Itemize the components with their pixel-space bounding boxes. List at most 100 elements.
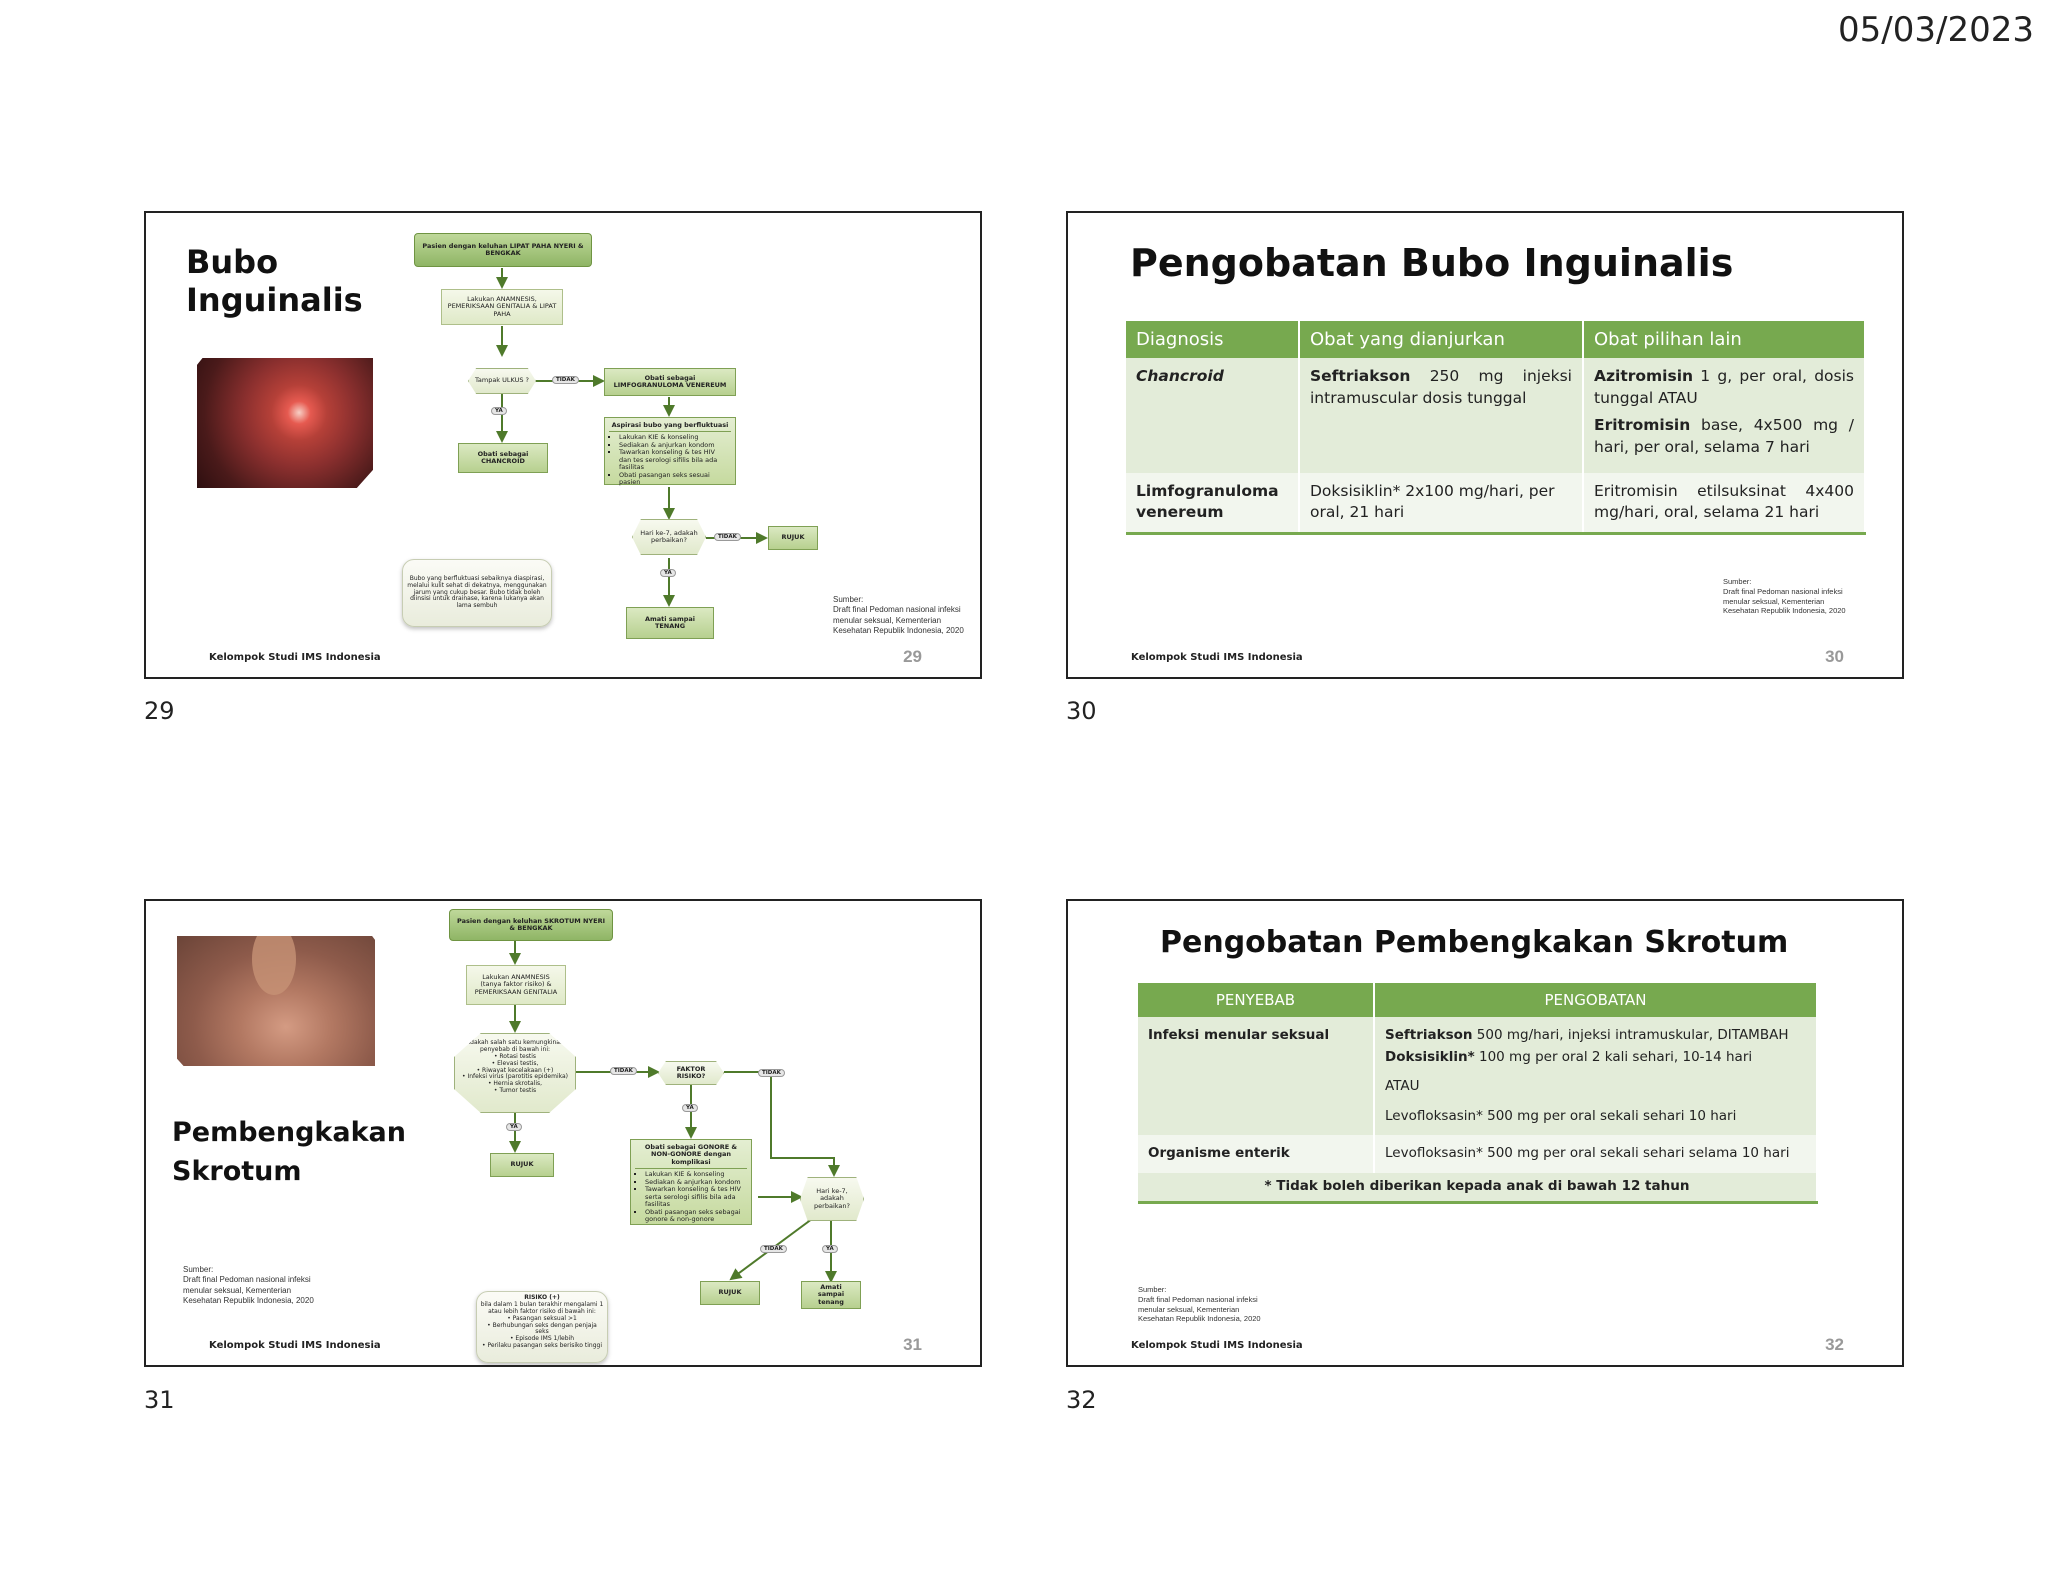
list-item: Lakukan KIE & konseling <box>645 1170 743 1178</box>
ya-label: YA <box>506 1123 522 1132</box>
page-number: 30 <box>1066 697 1097 725</box>
scrotum-flowchart: Pasien dengan keluhan SKROTUM NYERI & BE… <box>146 901 980 1365</box>
source-note: Sumber: Draft final Pedoman nasional inf… <box>1723 577 1846 616</box>
ya-label: YA <box>822 1245 838 1254</box>
recommended-cell: Seftriakson 250 mg injeksi intramuscular… <box>1299 358 1584 473</box>
list-item: • Pasangan seksual >1 <box>507 1314 577 1322</box>
list-item: Obati pasangan seks sesuai pasien <box>619 471 727 487</box>
document-date: 05/03/2023 <box>1838 10 2034 50</box>
ya-label: YA <box>682 1104 698 1113</box>
bubo-photo <box>194 355 376 491</box>
aspiration-node: Aspirasi bubo yang berfluktuasi Lakukan … <box>604 417 736 488</box>
aspiration-title: Aspirasi bubo yang berfluktuasi <box>609 420 731 433</box>
column-header: Obat pilihan lain <box>1583 321 1866 358</box>
source-note: Sumber: Draft final Pedoman nasional inf… <box>183 1265 314 1306</box>
scrotum-photo <box>174 933 378 1069</box>
list-item: • Tumor testis <box>493 1087 537 1095</box>
tidak-label: TIDAK <box>552 376 579 385</box>
scrotum-treatment-table: PENYEBAB PENGOBATAN Infeksi menular seks… <box>1138 983 1818 1204</box>
slide-number: 30 <box>1825 647 1844 666</box>
tidak-label: TIDAK <box>714 533 741 542</box>
treatment-cell: Levofloksasin* 500 mg per oral sekali se… <box>1374 1135 1818 1173</box>
list-item: • Hernia skrotalis, <box>487 1080 543 1088</box>
slide-title: Bubo Inguinalis <box>186 243 363 320</box>
slide-number: 29 <box>903 647 922 666</box>
table-row: Infeksi menular seksual Seftriakson 500 … <box>1138 1017 1818 1136</box>
lgv-node: Obati sebagai LIMFOGRANULOMA VENEREUM <box>604 368 736 396</box>
improvement-decision: Hari ke-7, adakah perbaikan? <box>632 519 706 555</box>
page-number: 32 <box>1066 1386 1097 1414</box>
list-item: Tawarkan konseling & tes HIV serta serol… <box>645 1186 743 1209</box>
improvement-decision: Hari ke-7, adakah perbaikan? <box>800 1177 864 1221</box>
anamnesis-node: Lakukan ANAMNESIS (tanya faktor risiko) … <box>466 965 566 1005</box>
list-item: Lakukan KIE & konseling <box>619 433 727 441</box>
alternative-cell: Eritromisin etilsuksinat 4x400 mg/hari, … <box>1583 472 1866 536</box>
slide-29: Bubo Inguinalis Pasien dengan keluhan LI… <box>144 211 982 679</box>
table-row: Limfogranuloma venereum Doksisiklin* 2x1… <box>1126 472 1866 536</box>
table-header-row: Diagnosis Obat yang dianjurkan Obat pili… <box>1126 321 1866 358</box>
refer-node: RUJUK <box>768 526 818 550</box>
page-number: 31 <box>144 1386 175 1414</box>
aspiration-note: Bubo yang berfluktuasi sebaiknya diaspir… <box>402 559 552 627</box>
slide-30: Pengobatan Bubo Inguinalis Diagnosis Oba… <box>1066 211 1904 679</box>
slide-title: Pengobatan Pembengkakan Skrotum <box>1160 925 1789 960</box>
slide-title: Pengobatan Bubo Inguinalis <box>1130 241 1734 285</box>
list-item: • Episode IMS 1/lebih <box>509 1335 575 1343</box>
slide-32: Pengobatan Pembengkakan Skrotum PENYEBAB… <box>1066 899 1904 1367</box>
slide-footer: Kelompok Studi IMS Indonesia <box>209 1340 381 1351</box>
table-row: Chancroid Seftriakson 250 mg injeksi int… <box>1126 358 1866 473</box>
bubo-treatment-table: Diagnosis Obat yang dianjurkan Obat pili… <box>1126 321 1866 536</box>
cause-decision: Adakah salah satu kemungkinan penyebab d… <box>454 1033 576 1113</box>
slide-footer: Kelompok Studi IMS Indonesia <box>1131 652 1303 663</box>
column-header: Obat yang dianjurkan <box>1299 321 1584 358</box>
diagnosis-cell: Limfogranuloma venereum <box>1126 472 1300 536</box>
treatment-cell: Seftriakson 500 mg/hari, injeksi intramu… <box>1374 1017 1818 1136</box>
list-item: Tawarkan konseling & tes HIV dan tes ser… <box>619 449 727 472</box>
tidak-label: TIDAK <box>760 1245 787 1254</box>
treat-gonorrhea-node: Obati sebagai GONORE & NON-GONORE dengan… <box>630 1139 752 1225</box>
slide-footer: Kelompok Studi IMS Indonesia <box>209 652 381 663</box>
ulcer-decision: Tampak ULKUS ? <box>468 368 536 394</box>
observe-node: Amati sampai tenang <box>801 1281 861 1309</box>
risk-factor-decision: FAKTOR RISIKO? <box>658 1061 724 1085</box>
ya-label: YA <box>491 407 507 416</box>
list-item: Sediakan & anjurkan kondom <box>645 1178 743 1186</box>
treat-list: Lakukan KIE & konseling Sediakan & anjur… <box>635 1169 747 1225</box>
start-node: Pasien dengan keluhan LIPAT PAHA NYERI &… <box>414 233 592 267</box>
slide-title: Pembengkakan Skrotum <box>172 1117 406 1188</box>
table-header-row: PENYEBAB PENGOBATAN <box>1138 983 1818 1017</box>
list-item: • Riwayat kecelakaan (+) <box>476 1066 554 1074</box>
aspiration-list: Lakukan KIE & konseling Sediakan & anjur… <box>609 432 731 488</box>
tidak-label: TIDAK <box>610 1067 637 1076</box>
list-item: • Infeksi virus (parotitis epidemika) <box>462 1073 568 1081</box>
start-node: Pasien dengan keluhan SKROTUM NYERI & BE… <box>449 909 613 941</box>
list-item: • Perilaku pasangan seks berisiko tinggi <box>481 1342 602 1350</box>
anamnesis-node: Lakukan ANAMNESIS, PEMERIKSAAN GENITALIA… <box>441 289 563 325</box>
slide-number: 31 <box>903 1335 922 1354</box>
source-note: Sumber: Draft final Pedoman nasional inf… <box>1138 1285 1261 1324</box>
tidak-label: TIDAK <box>758 1069 785 1078</box>
treat-title: Obati sebagai GONORE & NON-GONORE dengan… <box>635 1142 747 1170</box>
cause-cell: Organisme enterik <box>1138 1135 1375 1173</box>
chancroid-node: Obati sebagai CHANCROID <box>458 443 548 473</box>
column-header: Diagnosis <box>1126 321 1300 358</box>
table-row: * Tidak boleh diberikan kepada anak di b… <box>1138 1172 1818 1204</box>
list-item: • Berhubungan seks dengan penjaja seks <box>487 1321 597 1336</box>
bubo-flowchart: Pasien dengan keluhan LIPAT PAHA NYERI &… <box>146 213 980 677</box>
list-item: • Rotasi testis <box>493 1052 537 1060</box>
slide-number: 32 <box>1825 1335 1844 1354</box>
ya-label: YA <box>660 569 676 578</box>
list-item: Sediakan & anjurkan kondom <box>619 441 727 449</box>
table-row: Organisme enterik Levofloksasin* 500 mg … <box>1138 1135 1818 1173</box>
column-header: PENGOBATAN <box>1374 983 1818 1017</box>
list-item: Obati pasangan seks sebagai gonore & non… <box>645 1208 743 1224</box>
cause-cell: Infeksi menular seksual <box>1138 1017 1375 1136</box>
slide-31: Pembengkakan Skrotum Pasien dengan keluh… <box>144 899 982 1367</box>
list-item: • Elevasi testis, <box>491 1059 539 1067</box>
refer-node: RUJUK <box>490 1153 554 1177</box>
column-header: PENYEBAB <box>1138 983 1375 1017</box>
table-note: * Tidak boleh diberikan kepada anak di b… <box>1138 1172 1818 1204</box>
alternative-cell: Azitromisin 1 g, per oral, dosis tunggal… <box>1583 358 1866 473</box>
refer-node: RUJUK <box>700 1281 760 1305</box>
observe-node: Amati sampai TENANG <box>626 607 714 639</box>
